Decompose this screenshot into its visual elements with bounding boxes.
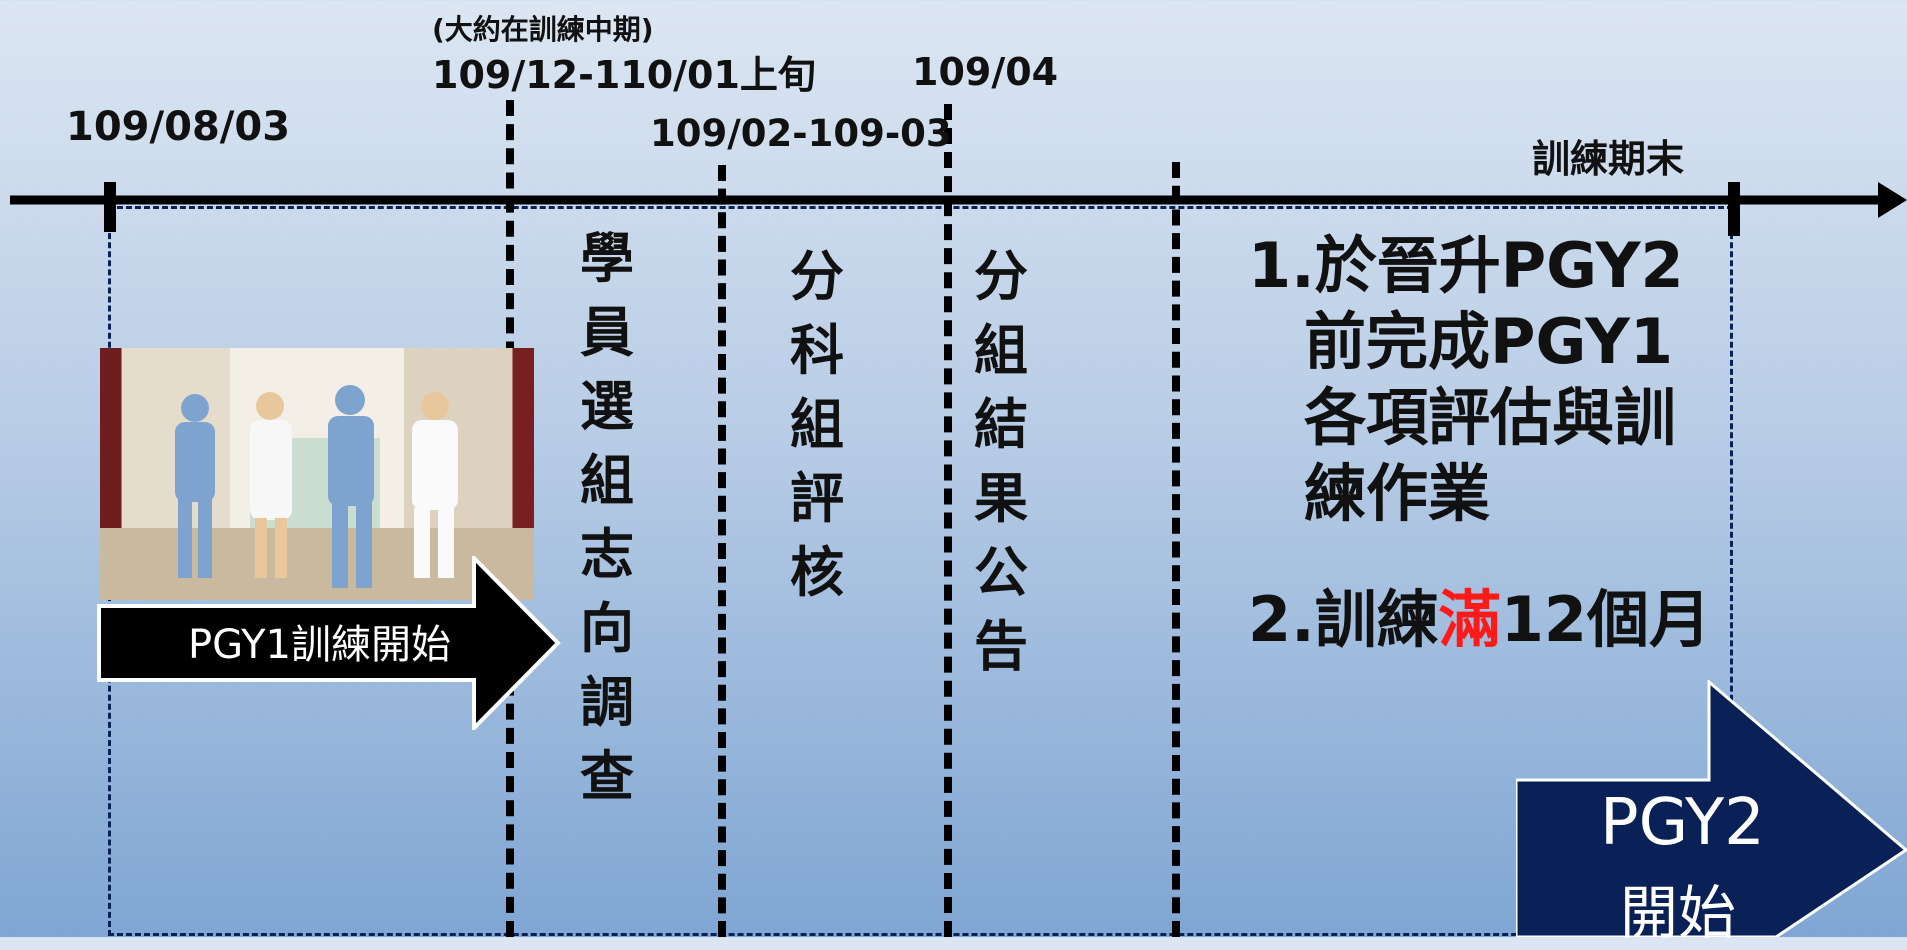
announce-phase-char: 組 [974,319,1028,382]
requirement-2-suffix: 12個月 [1500,583,1711,656]
review-phase-char: 分 [790,245,844,308]
announce-phase-char: 結 [974,393,1028,456]
requirement-1-line-1: 1.於晉升PGY2 [1248,229,1684,302]
survey-phase-text: 學員選組志向調查 [572,222,642,814]
announce-phase-char: 公 [974,541,1028,604]
requirement-1-line-2: 前完成PGY1 [1304,305,1674,378]
survey-phase-char: 組 [580,449,634,512]
survey-phase-char: 調 [580,671,634,734]
pgy1-start-label: PGY1訓練開始 [188,622,452,668]
survey-note-label: (大約在訓練中期) [432,13,654,46]
survey-phase-char: 向 [580,597,634,660]
requirement-1-line-4: 練作業 [1304,457,1491,530]
review-phase-char: 科 [790,319,844,382]
start-date-label: 109/08/03 [66,104,291,150]
announce-phase-char: 告 [974,615,1028,678]
survey-phase-char: 學 [580,227,634,290]
divider-requirements [1172,162,1180,937]
review-phase-char: 核 [790,541,844,604]
pgy2-label-line-2: 開始 [1620,879,1737,947]
divider-review [718,165,726,937]
survey-phase-char: 志 [580,523,634,586]
divider-announce [944,104,952,937]
review-phase-text: 分科組評核 [782,240,852,610]
requirement-2-prefix: 2.訓練 [1248,583,1439,656]
announce-phase-char: 果 [974,467,1028,530]
pgy2-label-line-1: PGY2 [1600,786,1765,860]
review-date-label: 109/02-109-03 [650,112,952,155]
announce-phase-text: 分組結果公告 [966,240,1036,684]
review-phase-char: 組 [790,393,844,456]
survey-date-label: 109/12-110/01上旬 [432,53,816,97]
survey-phase-char: 查 [580,745,634,808]
requirement-2: 2.訓練滿12個月 [1248,580,1711,660]
requirement-2-highlight: 滿 [1438,583,1501,656]
requirement-1-line-3: 各項評估與訓 [1304,381,1677,454]
pgy1-start-arrow [97,556,561,730]
end-label: 訓練期末 [1532,137,1685,181]
announce-phase-char: 分 [974,245,1028,308]
announce-date-label: 109/04 [912,50,1059,94]
doctors-photo [100,348,534,600]
survey-phase-char: 員 [580,301,634,364]
review-phase-char: 評 [790,467,844,530]
pgy2-start-arrow [1516,680,1907,937]
survey-phase-char: 選 [580,375,634,438]
